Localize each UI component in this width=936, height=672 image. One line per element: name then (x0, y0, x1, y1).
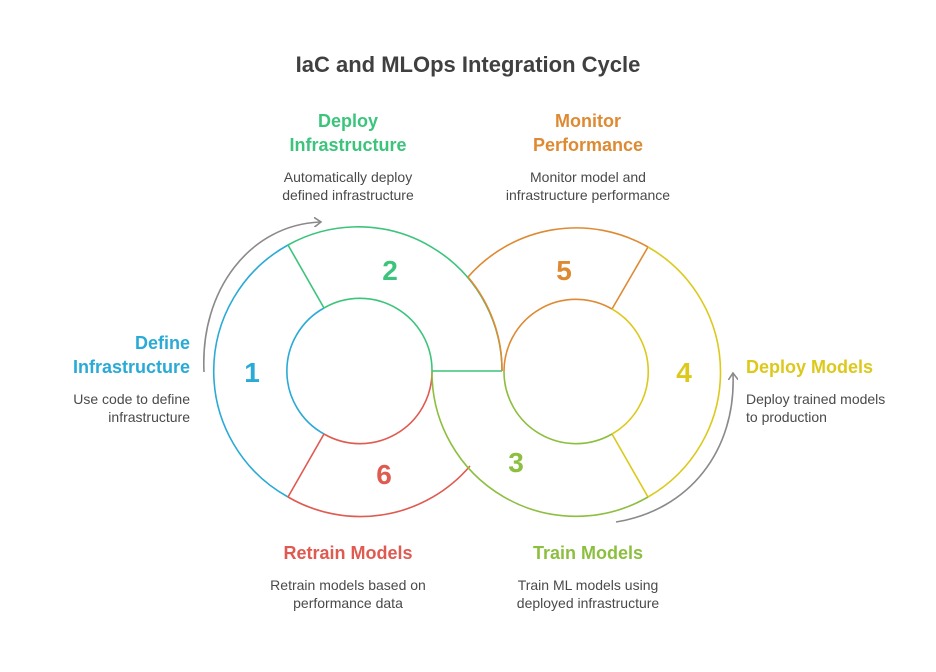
segment-5-inner-arc (503, 298, 613, 372)
step-2-title-line2: Infrastructure (289, 135, 407, 155)
segment-4-3-divider (611, 433, 649, 498)
step-6-title-line1: Retrain Models (283, 543, 413, 563)
segment-5-crossing-arc (467, 276, 503, 372)
step-3-desc-line1: Train ML models using (517, 577, 659, 593)
cycle-arrow-top-left (203, 222, 320, 373)
step-4-title: Deploy Models (746, 355, 916, 379)
step-4-description: Deploy trained models to production (746, 390, 926, 426)
step-6-desc-line1: Retrain models based on (270, 577, 426, 593)
step-1-title: Define Infrastructure (40, 331, 190, 379)
segment-5-outer-arc (467, 227, 649, 278)
step-2-number: 2 (382, 255, 398, 286)
step-5-desc-line2: infrastructure performance (505, 187, 671, 203)
segment-4-inner-arc (611, 308, 650, 435)
step-4-title-line1: Deploy Models (746, 357, 874, 377)
step-6-title: Retrain Models (248, 541, 448, 565)
step-5-description: Monitor model and infrastructure perform… (468, 168, 708, 204)
step-4-number: 4 (676, 357, 692, 388)
segment-6-inner-arc (323, 370, 433, 445)
step-4-desc-line1: Deploy trained models (746, 391, 886, 407)
step-2-desc-line1: Automatically deploy (283, 169, 413, 185)
segment-6-outer-arc (287, 465, 471, 518)
step-4-desc-line2: to production (746, 409, 827, 425)
diagram-title: IaC and MLOps Integration Cycle (295, 52, 641, 77)
step-5-desc-line1: Monitor model and (530, 169, 646, 185)
step-1-desc-line2: infrastructure (108, 409, 190, 425)
step-5-number: 5 (556, 255, 572, 286)
step-1-title-line1: Define (134, 333, 190, 353)
segment-1-outer-arc (212, 244, 289, 498)
segment-3-outer-arc (431, 370, 649, 518)
segment-2-outer-arc (287, 226, 503, 372)
step-5-title-line2: Performance (532, 135, 644, 155)
step-3-title: Train Models (488, 541, 688, 565)
step-5-title-line1: Monitor (555, 111, 621, 131)
step-1-description: Use code to define infrastructure (20, 390, 190, 426)
step-3-description: Train ML models using deployed infrastru… (468, 576, 708, 612)
step-2-title-line1: Deploy (317, 111, 378, 131)
segment-5-4-divider (611, 246, 649, 310)
segment-1-inner-arc (286, 307, 325, 435)
step-2-desc-line2: defined infrastructure (282, 187, 414, 203)
step-5-title: Monitor Performance (498, 109, 678, 157)
segment-1-2-divider (287, 244, 325, 309)
step-1-title-line2: Infrastructure (72, 357, 190, 377)
step-1-number: 1 (244, 357, 260, 388)
segment-2-inner-arc (323, 297, 433, 372)
step-6-number: 6 (376, 459, 392, 490)
step-3-number: 3 (508, 447, 524, 478)
step-1-desc-line1: Use code to define (73, 391, 190, 407)
step-6-desc-line2: performance data (293, 595, 403, 611)
cycle-arrow-bottom-right (615, 374, 733, 523)
segment-3-inner-arc (503, 370, 613, 445)
step-3-title-line1: Train Models (532, 543, 644, 563)
segment-4-outer-arc (647, 246, 722, 498)
step-6-description: Retrain models based on performance data (238, 576, 458, 612)
step-2-description: Automatically deploy defined infrastruct… (238, 168, 458, 204)
step-3-desc-line2: deployed infrastructure (516, 595, 660, 611)
segment-1-6-divider (287, 433, 325, 498)
step-2-title: Deploy Infrastructure (258, 109, 438, 157)
